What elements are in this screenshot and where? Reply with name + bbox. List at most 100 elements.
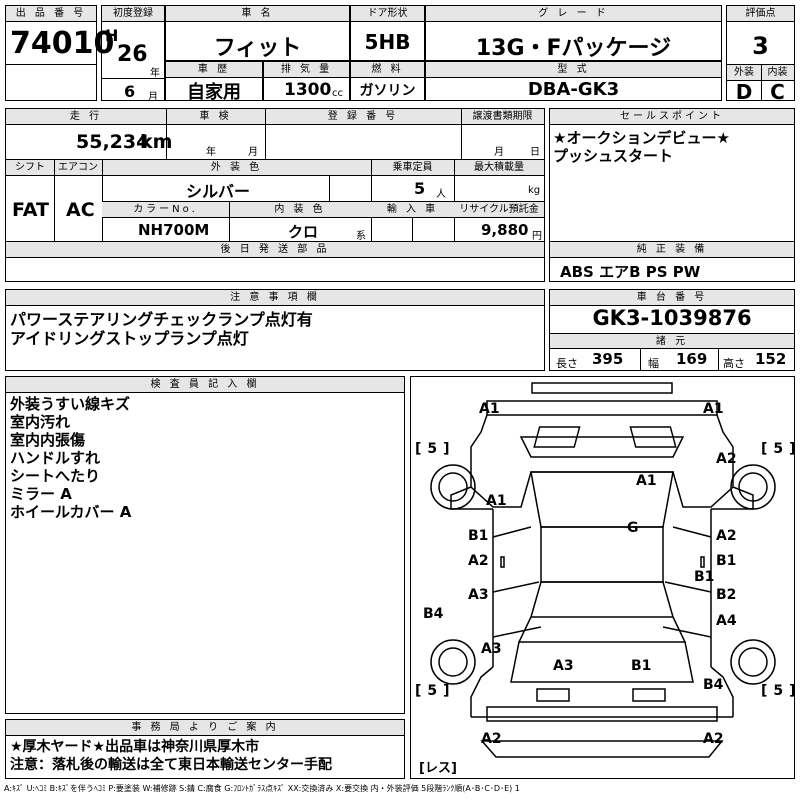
shift: FAT [12,199,49,221]
height: 152 [755,350,787,368]
inspector-note: ハンドルすれ [10,449,101,467]
damage-code: A4 [716,613,737,629]
damage-code: A1 [479,401,500,417]
width: 169 [676,350,708,368]
damage-code: A2 [481,731,502,747]
damage-code: A3 [468,587,489,603]
equipment-label: 純 正 装 備 [550,242,794,258]
tread-depth-rr: [5] [761,683,796,699]
door-label: ドア形状 [351,6,424,22]
damage-code: A2 [468,553,489,569]
ext-color: シルバー [186,182,251,201]
fuel-label: 燃 料 [351,62,424,78]
legend: A:ｷｽﾞ U:ﾍｺﾐ B:ｷｽﾞを伴うﾍｺﾐ P:要塗装 W:補修跡 S:錆 … [4,784,520,793]
ac-label: エアコン [54,160,102,176]
tread-depth-fl: [5] [415,441,450,457]
model-label: 型 式 [426,62,721,78]
damage-code: B1 [694,569,715,585]
lot-number-label: 出 品 番 号 [6,6,96,22]
capacity-label: 乗車定員 [371,160,454,176]
office-info-label: 事 務 局 よ り ご 案 内 [6,720,404,736]
int-color: クロ [288,223,319,241]
damage-code: A2 [703,731,724,747]
caution-line: パワーステアリングチェックランプ点灯有 [10,310,313,329]
equipment-items: ABS エアB PS PW [560,263,701,281]
inspector-note: 室内汚れ [10,413,71,431]
transfer-deadline-label: 譲渡書類期限 [461,109,544,125]
grade-label: グ レ ー ド [426,6,721,22]
door-type: 5HB [364,30,411,54]
exterior-grade: D [735,80,753,104]
history-box: 車 歴 自家用 [165,61,263,103]
vehicle-info-block: 走 行 車 検 登 録 番 号 譲渡書類期限 55,234 km 年 月 月 日… [5,108,545,242]
sales-point-line: プッシュスタート [553,147,674,165]
damage-code: B2 [716,587,737,603]
later-parts-label: 後 日 発 送 部 品 [6,242,544,258]
inspector-notes-box: 検 査 員 記 入 欄 外装うすい線キズ 室内汚れ 室内内張傷 ハンドルすれ シ… [5,376,405,714]
displacement-label: 排 気 量 [264,62,349,78]
interior-grade: C [770,80,785,104]
office-info-line: 注意：落札後の輸送は全て東日本輸送センター手配 [10,757,332,773]
grade: 13G・Fパッケージ [475,36,672,61]
damage-code: A2 [716,528,737,544]
tread-depth-rl: [5] [415,683,450,699]
tread-depth-fr: [5] [761,441,796,457]
fuel: ガソリン [359,83,416,99]
door-box: ドア形状 5HB [350,5,425,61]
air-conditioner: AC [66,199,95,221]
inspector-note: ミラー A [10,485,72,503]
reg-number-label: 登 録 番 号 [265,109,461,125]
car-outline [430,382,776,758]
color-number: NH700M [138,221,210,239]
history: 自家用 [187,82,241,103]
era: H [105,26,119,45]
exterior-grade-label: 外装 [727,65,761,81]
inspector-note: 外装うすい線キズ [10,395,131,413]
registration-year: 26 [117,42,148,67]
chassis-box: 車 台 番 号 GK3-1039876 諸 元 長さ 395 幅 169 高さ … [549,289,795,371]
model-box: 型 式 DBA-GK3 [425,61,722,101]
caution-box: 注 意 事 項 欄 パワーステアリングチェックランプ点灯有 アイドリングストップ… [5,289,545,371]
car-diagram: [5] [5] [5] [5] [レス] A1 A1 A2 A2 A1 A1 G… [410,376,796,779]
rating: 3 [752,32,769,60]
chassis-label: 車 台 番 号 [550,290,794,306]
damage-code: G [627,520,639,536]
import-label: 輸 入 車 [371,202,454,218]
recycle-label: リサイクル預託金 [454,202,544,218]
car-name: フィット [213,36,302,61]
damage-code: B4 [423,606,444,622]
displacement: 1300 [284,80,332,100]
damage-code: A1 [636,473,657,489]
damage-code: A1 [486,493,507,509]
damage-code: B4 [703,677,724,693]
int-color-label: 内 装 色 [229,202,371,218]
lot-number-box: 出 品 番 号 74010 [5,5,114,101]
first-registration-label: 初度登録 [102,6,164,22]
first-registration-box: 初度登録 H 26 年 6 月 [101,5,165,103]
fuel-box: 燃 料 ガソリン [350,61,425,101]
inspector-notes-label: 検 査 員 記 入 欄 [6,377,404,393]
recycle-deposit: 9,880 [481,221,529,239]
chassis-number: GK3-1039876 [592,306,752,330]
history-label: 車 歴 [166,62,262,78]
damage-code: A3 [481,641,502,657]
damage-code: B1 [716,553,737,569]
caution-line: アイドリングストップランプ点灯 [10,329,249,348]
damage-code: B1 [631,658,652,674]
inspection-label: 車 検 [166,109,265,125]
equipment-box: 純 正 装 備 ABS エアB PS PW [549,241,795,282]
mileage-label: 走 行 [6,109,166,125]
spare-tire: [レス] [419,761,457,776]
ext-color-label: 外 装 色 [102,160,371,176]
dimensions-label: 諸 元 [550,333,794,349]
later-parts-box: 後 日 発 送 部 品 [5,241,545,282]
mileage: 55,234 [76,131,150,153]
sales-points-label: セールスポイント [550,109,794,125]
inspector-note: シートへたり [10,467,101,485]
color-no-label: カラーNo. [102,202,229,218]
shift-label: シフト [6,160,54,176]
interior-grade-label: 内装 [761,65,794,81]
office-info-box: 事 務 局 よ り ご 案 内 ★厚木ヤード★出品車は神奈川県厚木市 注意：落札… [5,719,405,779]
registration-month: 6 [124,82,136,101]
damage-code: B1 [468,528,489,544]
